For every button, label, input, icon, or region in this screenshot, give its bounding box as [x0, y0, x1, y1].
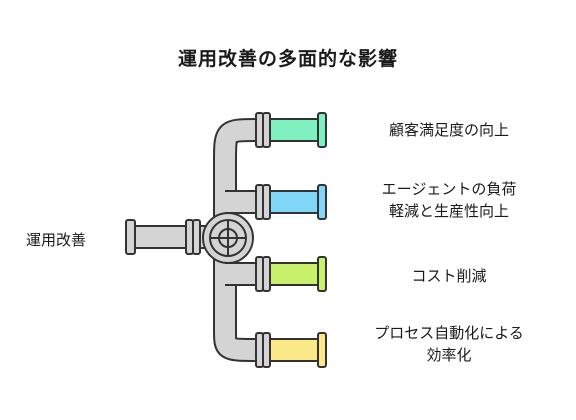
diagram-title: 運用改善の多面的な影響 [177, 48, 398, 70]
manifold [213, 118, 259, 362]
output-pipe-1 [255, 112, 327, 148]
output-label-2: エージェントの負荷 軽減と生産性向上 [381, 180, 517, 220]
output-pipe-2 [255, 184, 327, 220]
output-pipe-3 [255, 256, 327, 292]
output-pipes [255, 112, 327, 368]
output-pipe-4 [255, 332, 327, 368]
input-pipe [125, 219, 213, 255]
valve-icon [202, 212, 254, 264]
output-label-1: 顧客満足度の向上 [388, 121, 509, 139]
output-label-4: プロセス自動化による 効率化 [374, 324, 524, 364]
input-label: 運用改善 [26, 231, 87, 249]
output-label-3: コスト削減 [411, 267, 487, 285]
